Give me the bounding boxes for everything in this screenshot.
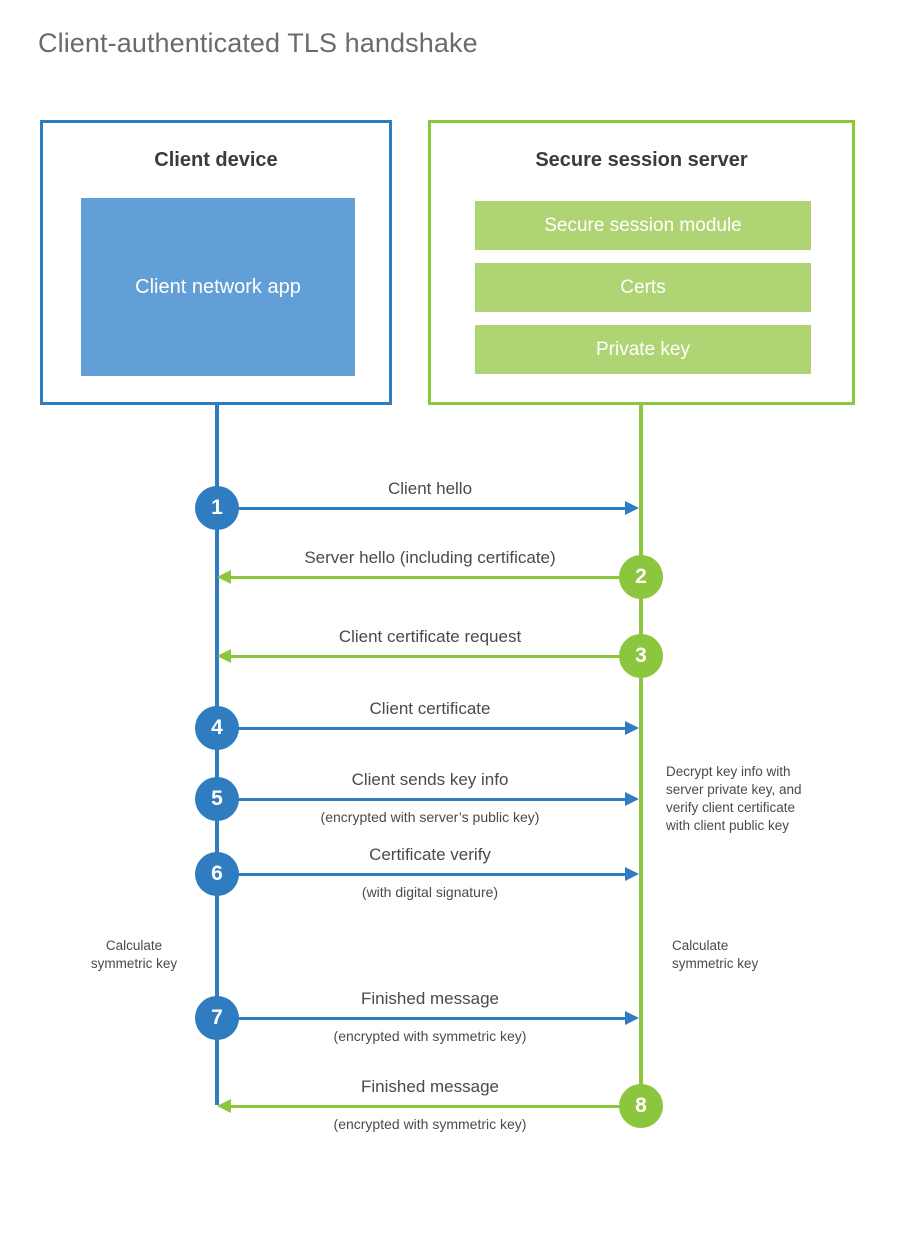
step-badge-5: 5 [195,777,239,821]
client-calculate-note-line-1: Calculate [105,938,163,953]
client-device-title: Client device [154,149,278,171]
server-decrypt-note-line-1: Decrypt key info with [666,764,791,779]
message-line-7 [217,1017,625,1020]
step-badge-1: 1 [195,486,239,530]
client-lifeline [215,405,219,1105]
server-decrypt-note: Decrypt key info with server private key… [666,763,846,835]
message-label-3: Client certificate request [338,627,522,646]
message-label-5: Client sends key info [351,770,509,789]
step-badge-4: 4 [195,706,239,750]
client-calculate-symmetric-key-note: Calculate symmetric key [60,937,208,973]
client-network-app-block: Client network app [81,198,355,376]
server-component-secure-session-module: Secure session module [475,201,811,250]
message-label-2: Server hello (including certificate) [304,548,556,567]
secure-session-server-box: Secure session server Secure session mod… [428,120,855,405]
step-badge-7: 7 [195,996,239,1040]
arrowhead-right-6 [625,867,639,881]
server-calculate-note-line-1: Calculate [672,938,729,953]
arrowhead-right-1 [625,501,639,515]
server-decrypt-note-line-2: server private key, and [666,782,802,797]
message-label-1: Client hello [387,479,473,498]
message-label-8: Finished message [361,1077,499,1096]
message-line-5 [217,798,625,801]
arrowhead-left-3 [217,649,231,663]
message-sublabel-6: (with digital signature) [361,884,499,900]
message-line-4 [217,727,625,730]
page-title: Client-authenticated TLS handshake [38,28,478,58]
server-decrypt-note-line-4: with client public key [666,818,790,833]
message-label-7: Finished message [361,989,499,1008]
message-label-4: Client certificate [369,699,491,718]
client-calculate-note-line-2: symmetric key [90,956,178,971]
message-line-2 [231,576,641,579]
message-sublabel-7: (encrypted with symmetric key) [333,1028,527,1044]
client-device-box: Client device Client network app [40,120,392,405]
arrowhead-right-7 [625,1011,639,1025]
message-sublabel-5: (encrypted with server’s public key) [320,809,540,825]
server-lifeline [639,405,643,1105]
arrowhead-left-2 [217,570,231,584]
message-line-1 [217,507,625,510]
message-line-8 [231,1105,641,1108]
arrowhead-right-4 [625,721,639,735]
arrowhead-left-8 [217,1099,231,1113]
secure-session-server-title: Secure session server [535,149,748,171]
server-decrypt-note-line-3: verify client certificate [666,800,796,815]
server-component-certs: Certs [475,263,811,312]
step-badge-8: 8 [619,1084,663,1128]
message-label-6: Certificate verify [369,845,491,864]
message-line-3 [231,655,641,658]
arrowhead-right-5 [625,792,639,806]
server-calculate-note-line-2: symmetric key [672,956,759,971]
server-component-private-key: Private key [475,325,811,374]
step-badge-3: 3 [619,634,663,678]
message-sublabel-8: (encrypted with symmetric key) [333,1116,527,1132]
message-line-6 [217,873,625,876]
server-calculate-symmetric-key-note: Calculate symmetric key [672,937,832,973]
server-components-list: Secure session module Certs Private key [475,201,811,387]
step-badge-6: 6 [195,852,239,896]
step-badge-2: 2 [619,555,663,599]
